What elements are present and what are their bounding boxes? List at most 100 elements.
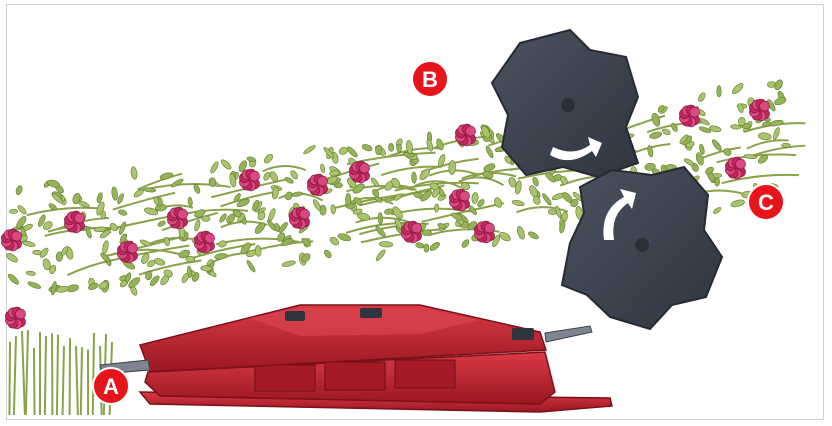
crop-leaf	[303, 144, 317, 155]
crop-leaf	[485, 145, 495, 158]
crop-leaf	[209, 161, 220, 174]
crop-leaf	[153, 257, 165, 266]
upper-conditioner-roller	[492, 30, 638, 177]
crop-leaf	[246, 259, 257, 273]
label-b-text: B	[422, 67, 438, 92]
crop-leaf	[650, 112, 661, 127]
crop-leaf	[527, 230, 539, 240]
crop-leaf	[393, 193, 403, 202]
crop-leaf	[493, 196, 503, 208]
clover-flower-icon	[64, 211, 84, 233]
crop-leaf	[411, 172, 416, 183]
crop-leaf	[331, 204, 336, 214]
clover-flower-icon	[307, 174, 327, 196]
crop-leaf	[772, 127, 781, 141]
crop-leaf	[424, 244, 429, 253]
crop-leaf	[649, 131, 663, 140]
crop-leaf	[345, 193, 351, 206]
crop-stem	[63, 346, 64, 415]
crop-leaf	[27, 280, 42, 289]
crop-stem	[14, 336, 16, 415]
crop-leaf	[711, 138, 723, 151]
crop-stem	[57, 335, 58, 415]
crop-leaf	[157, 220, 166, 228]
crop-stem	[93, 333, 94, 415]
crop-leaf	[532, 176, 540, 187]
crop-leaf	[730, 199, 745, 209]
crop-leaf	[426, 139, 434, 152]
crop-leaf	[170, 178, 184, 189]
crop-leaf	[130, 166, 138, 179]
crop-leaf	[218, 213, 227, 224]
crop-leaf	[683, 157, 695, 167]
crop-leaf	[209, 178, 216, 187]
crop-leaf	[379, 241, 393, 247]
crop-leaf	[717, 86, 722, 97]
crop-leaf	[422, 230, 432, 236]
cutter-bar	[100, 305, 612, 412]
crop-leaf	[758, 132, 772, 141]
crop-leaf	[281, 260, 296, 268]
crop-leaf	[361, 143, 373, 152]
crop-leaf	[188, 197, 193, 206]
crop-stem	[26, 330, 28, 415]
label-badge-b: B	[412, 61, 448, 97]
crop-leaf	[715, 177, 720, 186]
crop-leaf	[346, 145, 359, 158]
crop-leaf	[429, 241, 441, 252]
crop-leaf	[5, 252, 19, 264]
lower-conditioner-roller	[562, 167, 722, 329]
clover-flower-icon	[167, 207, 187, 229]
crop-stem	[34, 348, 35, 415]
label-badge-c: C	[748, 184, 784, 220]
clover-flower-icon	[349, 161, 369, 183]
crop-leaf	[9, 209, 17, 214]
crop-leaf	[769, 119, 783, 127]
crop-stem	[9, 342, 10, 415]
label-c-text: C	[758, 190, 774, 215]
crop-leaf	[375, 249, 387, 262]
crop-leaf	[255, 245, 262, 256]
crop-leaf	[337, 232, 351, 242]
crop-leaf	[388, 143, 394, 152]
crop-stem	[45, 336, 46, 415]
crop-leaf	[246, 156, 256, 163]
crop-leaf	[712, 206, 722, 215]
crop-leaf	[220, 158, 233, 171]
clover-flower-icon	[5, 307, 25, 329]
crop-leaf	[512, 199, 525, 206]
crop-stem	[27, 208, 102, 215]
crop-leaf	[201, 265, 213, 271]
crop-leaf	[434, 204, 439, 213]
crop-leaf	[320, 164, 326, 173]
crop-leaf	[460, 238, 470, 248]
crop-leaf	[662, 128, 672, 136]
clover-flower-icon	[449, 189, 469, 211]
crop-leaf	[541, 193, 552, 207]
clover-flower-icon	[679, 105, 699, 127]
crop-leaf	[26, 270, 36, 276]
crop-stem	[81, 347, 82, 415]
clover-flower-icon	[194, 231, 214, 253]
crop-leaf	[159, 172, 173, 181]
clover-flower-icon	[239, 169, 259, 191]
crop-stem	[76, 346, 78, 415]
crop-leaf	[471, 192, 479, 204]
crop-leaf	[17, 204, 28, 215]
crop-leaf	[449, 160, 456, 174]
crop-leaf	[15, 185, 23, 196]
crop-stem	[22, 331, 25, 415]
crop-leaf	[102, 240, 110, 254]
crop-leaf	[323, 249, 333, 259]
crop-leaf	[118, 209, 128, 216]
crop-leaf	[118, 221, 127, 235]
clover-flower-icon	[289, 207, 309, 229]
crop-leaf	[50, 281, 57, 295]
crop-leaf	[415, 242, 425, 249]
crop-leaf	[378, 213, 383, 225]
clover-flower-icon	[749, 99, 769, 121]
crop-leaf	[284, 176, 294, 184]
crop-leaf	[731, 82, 745, 96]
crop-leaf	[194, 219, 202, 231]
